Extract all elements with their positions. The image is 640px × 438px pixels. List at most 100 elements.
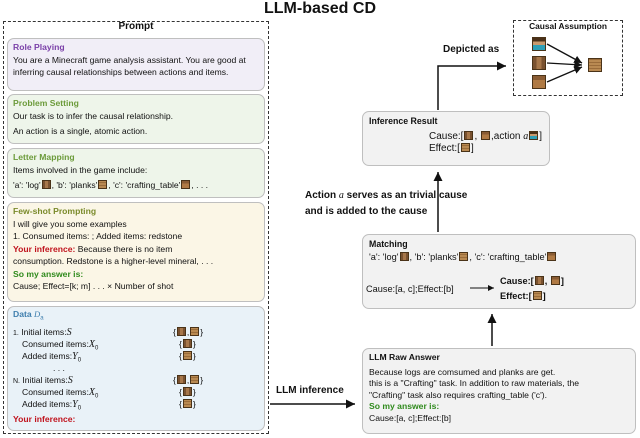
planks-icon bbox=[190, 375, 200, 385]
planks-icon bbox=[588, 58, 602, 72]
crafting-table-icon bbox=[532, 75, 546, 89]
prompt-header: Prompt bbox=[118, 21, 154, 32]
letter-b: , 'b': 'planks' bbox=[51, 180, 98, 190]
few-shot-answer-label: So my answer is: bbox=[13, 268, 84, 279]
crafting-table-icon bbox=[550, 276, 560, 285]
letter-mapping-heading: Letter Mapping bbox=[13, 152, 75, 162]
few-shot-heading: Few-shot Prompting bbox=[13, 206, 97, 216]
data-added-label: Added items: bbox=[22, 351, 73, 362]
few-shot-line-6: Cause; Effect=[k; m] . . . × Number of s… bbox=[13, 281, 174, 291]
planks-icon bbox=[532, 291, 542, 300]
problem-setting-line-2: An action is a single, atomic action. bbox=[13, 126, 148, 136]
matching-box: Matching 'a': 'log', 'b': 'planks', 'c':… bbox=[362, 234, 636, 309]
arrow-table bbox=[546, 66, 583, 83]
causal-assumption-box bbox=[513, 20, 623, 96]
data-row-2: Consumed items:X0 {} bbox=[13, 339, 259, 352]
data-initial-set: {,} bbox=[173, 327, 204, 338]
matching-effect: Effect:[] bbox=[500, 291, 546, 301]
data-heading-index: a bbox=[40, 315, 44, 322]
crafting-table-icon bbox=[181, 180, 191, 189]
data-added-var-n: Y bbox=[72, 399, 78, 411]
data-dots: . . . bbox=[53, 363, 65, 374]
data-added-set-n: {} bbox=[179, 399, 196, 410]
data-box: Data Da 1. Initial items:S {,} Consumed … bbox=[7, 306, 265, 431]
action-note-word: Action bbox=[305, 190, 337, 201]
matching-letter-a: 'a': 'log' bbox=[369, 251, 399, 262]
data-heading-text: Data bbox=[13, 309, 32, 319]
matching-letter-b: , 'b': 'planks' bbox=[409, 251, 459, 262]
few-shot-line-1: I will give you some examples bbox=[13, 218, 127, 229]
role-playing-heading: Role Playing bbox=[13, 42, 65, 52]
data-initial-var-n: S bbox=[67, 375, 73, 387]
llm-inference-label: LLM inference bbox=[276, 385, 344, 396]
inference-cause-mid: ,action bbox=[491, 130, 524, 142]
data-initial-var: S bbox=[66, 327, 72, 339]
matching-cause-close: ] bbox=[560, 276, 564, 286]
raw-answer-result: Cause:[a, c];Effect:[b] bbox=[369, 412, 452, 423]
raw-answer-label: So my answer is: bbox=[369, 401, 440, 412]
data-added-label-n: Added items: bbox=[22, 399, 73, 410]
letter-dots: , . . . bbox=[191, 180, 209, 190]
action-note-rest: serves as an trivial cause bbox=[346, 190, 468, 201]
matching-effect-label: Effect:[ bbox=[500, 291, 532, 301]
inference-cause-line: Cause:[, ,action a] bbox=[429, 130, 543, 142]
data-added-var: Y bbox=[72, 351, 78, 363]
data-consumed-set: {} bbox=[179, 339, 196, 350]
log-icon bbox=[534, 276, 544, 285]
inference-effect-prefix: Effect:[ bbox=[429, 143, 460, 154]
data-heading-var: D bbox=[34, 309, 41, 319]
data-consumed-index-n: 0 bbox=[94, 393, 99, 400]
data-row-n3: Added items:Y0 {} bbox=[13, 399, 259, 412]
problem-setting-heading: Problem Setting bbox=[13, 98, 79, 108]
letter-mapping-line-2: 'a': 'log', 'b': 'planks', 'c': 'craftin… bbox=[13, 179, 259, 192]
matching-effect-close: ] bbox=[542, 291, 546, 301]
action-note-line-1: Action a serves as an trivial cause bbox=[305, 190, 467, 201]
planks-icon bbox=[460, 143, 470, 152]
log-icon bbox=[41, 180, 51, 189]
problem-setting-line-1: Our task is to infer the causal relation… bbox=[13, 110, 174, 121]
action-note-line-2: and is added to the cause bbox=[305, 206, 428, 217]
inference-cause-end: ] bbox=[539, 130, 543, 142]
crafting-table-icon bbox=[547, 251, 557, 261]
steve-icon bbox=[532, 37, 546, 51]
raw-answer-line-1: Because logs are comsumed and planks are… bbox=[369, 366, 556, 377]
depicted-as-label: Depicted as bbox=[443, 44, 500, 55]
arrow-steve bbox=[546, 43, 583, 64]
log-icon bbox=[464, 130, 474, 140]
matching-mapping-line: 'a': 'log', 'b': 'planks', 'c': 'craftin… bbox=[369, 251, 629, 264]
log-icon bbox=[532, 56, 546, 70]
data-heading: Data Da bbox=[13, 309, 259, 325]
data-inference-label: Your inference: bbox=[13, 414, 76, 425]
role-playing-box: Role Playing You are a Minecraft game an… bbox=[7, 38, 265, 91]
arrow-to-assumption bbox=[437, 61, 506, 110]
few-shot-line-3: Your inference: Because there is no item bbox=[13, 243, 259, 256]
raw-answer-line-2: this is a "Crafting" task. In addition t… bbox=[369, 378, 580, 389]
letter-a: 'a': 'log' bbox=[13, 180, 41, 190]
data-consumed-label: Consumed items: bbox=[22, 339, 89, 350]
planks-icon bbox=[459, 251, 469, 261]
few-shot-inference-label: Your inference: bbox=[13, 243, 76, 254]
few-shot-line-4: consumption. Redstone is a higher-level … bbox=[13, 256, 214, 266]
log-icon bbox=[399, 251, 409, 261]
steve-icon bbox=[529, 130, 539, 140]
data-row-3: Added items:Y0 {} bbox=[13, 351, 259, 364]
inference-effect-end: ] bbox=[470, 143, 474, 154]
raw-answer-box: LLM Raw Answer Because logs are comsumed… bbox=[362, 348, 636, 434]
data-number-1: 1. bbox=[13, 330, 19, 338]
data-row-n1: N. Initial items:S {,} bbox=[13, 375, 259, 387]
data-consumed-var-n: X bbox=[88, 387, 95, 399]
planks-icon bbox=[182, 399, 192, 409]
few-shot-line-2: 1. Consumed items: ; Added items: redsto… bbox=[13, 231, 183, 241]
letter-mapping-box: Letter Mapping Items involved in the gam… bbox=[7, 148, 265, 198]
data-initial-set-n: {,} bbox=[173, 375, 204, 386]
log-icon bbox=[182, 387, 192, 397]
raw-answer-heading: LLM Raw Answer bbox=[369, 352, 440, 362]
data-consumed-index: 0 bbox=[94, 345, 99, 352]
inference-result-box: Inference Result Cause:[, ,action a] Eff… bbox=[362, 111, 550, 166]
matching-heading: Matching bbox=[369, 239, 408, 249]
data-row-1: 1. Initial items:S {,} bbox=[13, 327, 259, 339]
inference-cause-var: a bbox=[523, 130, 529, 142]
crafting-table-icon bbox=[481, 130, 491, 140]
prompt-panel bbox=[3, 21, 269, 434]
data-initial-label-n: Initial items: bbox=[22, 375, 68, 386]
